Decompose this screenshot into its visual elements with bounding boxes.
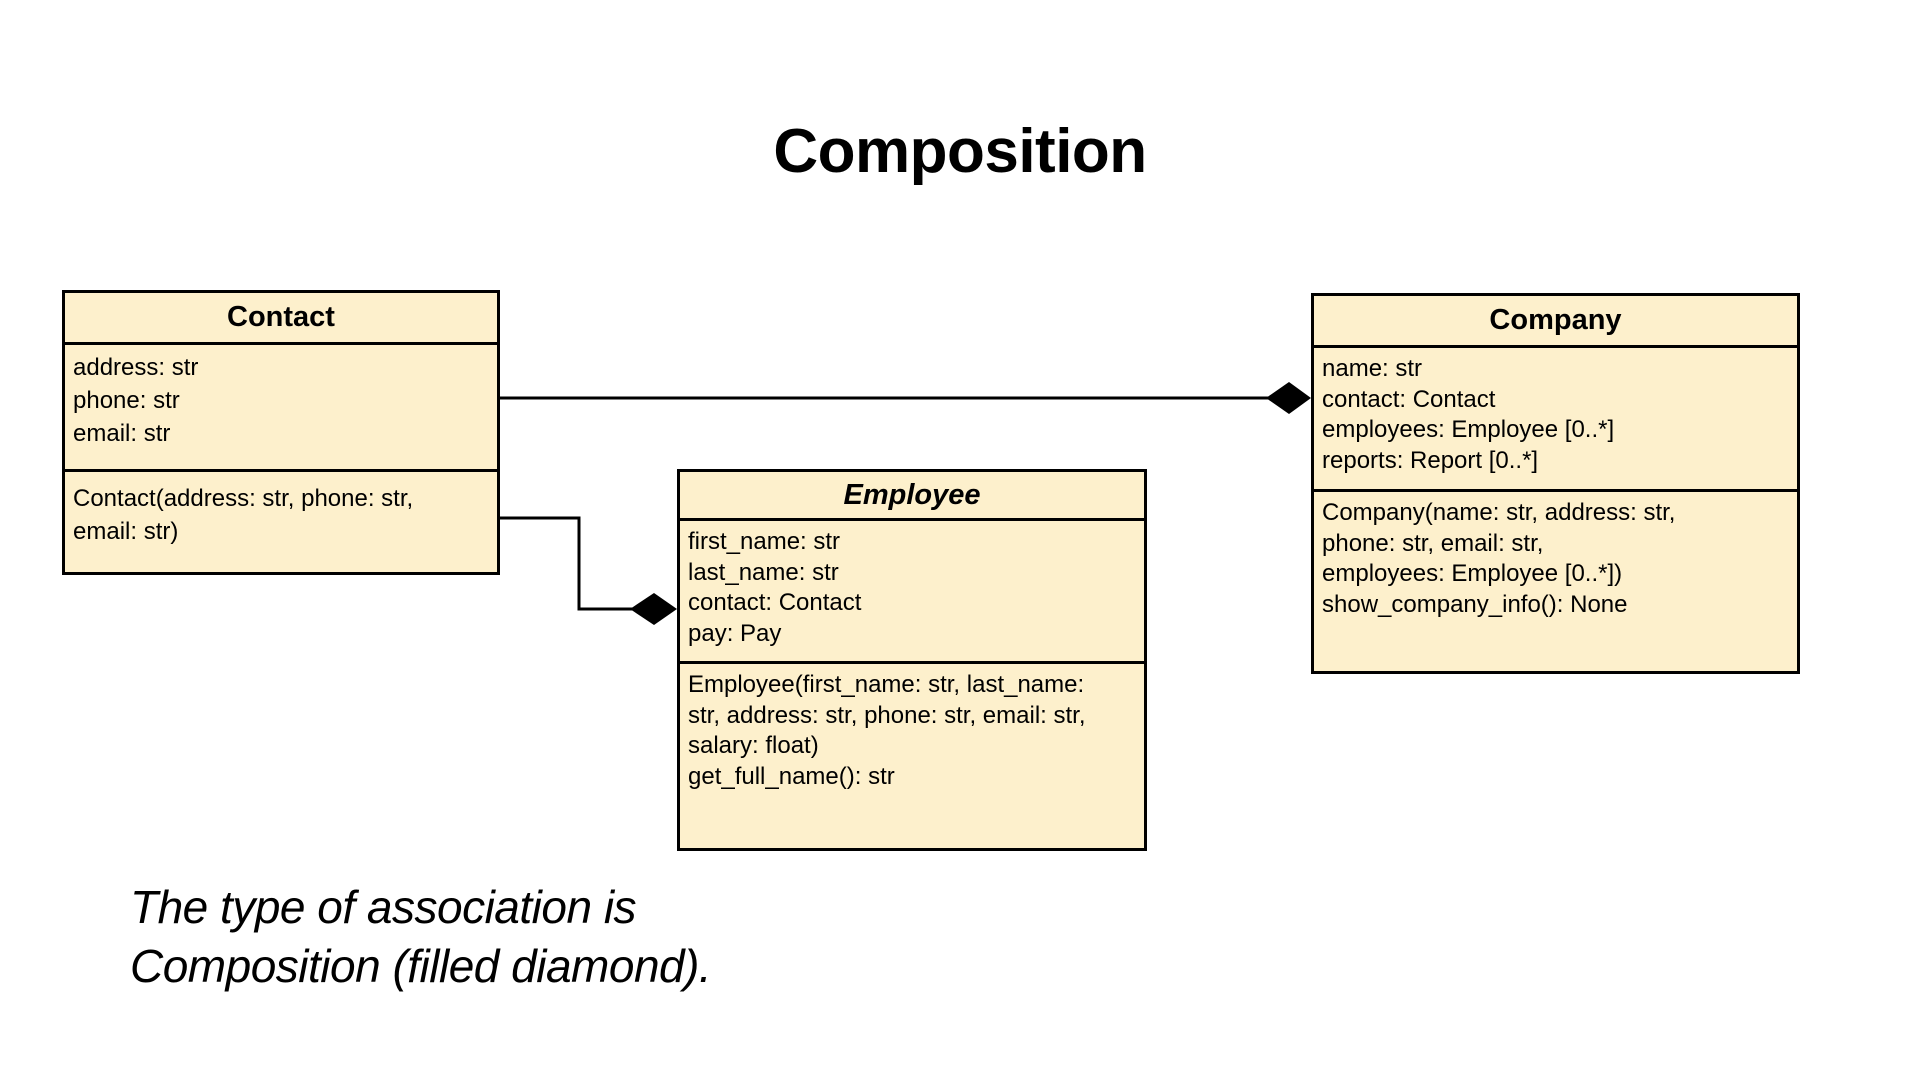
- employee-class-box: Employee first_name: str last_name: str …: [677, 469, 1147, 851]
- company-attributes: name: str contact: Contact employees: Em…: [1314, 348, 1797, 492]
- contact-attribute: email: str: [73, 420, 171, 447]
- contact-attribute: address: str: [73, 354, 199, 381]
- employee-attribute: first_name: str: [688, 528, 841, 555]
- caption-line: The type of association is: [130, 881, 637, 933]
- diagram-title: Composition: [773, 117, 1147, 186]
- company-attribute: employees: Employee [0..*]: [1322, 416, 1615, 443]
- company-class-box: Company name: str contact: Contact emplo…: [1311, 293, 1800, 674]
- employee-composition-diamond: [630, 593, 677, 625]
- employee-attributes: first_name: str last_name: str contact: …: [680, 521, 1144, 664]
- contact-class-name: Contact: [65, 293, 497, 345]
- employee-operation: get_full_name(): str: [688, 762, 895, 790]
- company-attribute: reports: Report [0..*]: [1322, 446, 1539, 474]
- contact-operations: Contact(address: str, phone: str, email:…: [65, 472, 497, 548]
- company-operation: employees: Employee [0..*]): [1322, 560, 1623, 587]
- company-operation: phone: str, email: str,: [1322, 529, 1544, 557]
- contact-company-composition: [500, 382, 1311, 414]
- contact-attribute: phone: str: [73, 387, 180, 414]
- contact-employee-line: [500, 516, 636, 611]
- company-operation: Company(name: str, address: str,: [1322, 499, 1676, 526]
- employee-attribute: contact: Contact: [688, 589, 862, 616]
- contact-employee-composition: [500, 516, 677, 625]
- contact-class-box: Contact address: str phone: str email: s…: [62, 290, 500, 575]
- employee-operations: Employee(first_name: str, last_name: str…: [680, 664, 1144, 792]
- company-attribute: contact: Contact: [1322, 385, 1496, 413]
- company-operations: Company(name: str, address: str, phone: …: [1314, 492, 1797, 620]
- employee-operation: salary: float): [688, 732, 819, 759]
- caption: The type of association is Composition (…: [130, 878, 712, 996]
- company-class-name: Company: [1314, 296, 1797, 348]
- employee-class-name: Employee: [680, 472, 1144, 521]
- contact-operation: email: str): [73, 518, 179, 545]
- employee-operation: Employee(first_name: str, last_name:: [688, 671, 1085, 698]
- employee-attribute: pay: Pay: [688, 619, 782, 647]
- company-operation: show_company_info(): None: [1322, 590, 1628, 618]
- contact-operation: Contact(address: str, phone: str,: [73, 485, 414, 512]
- company-attribute: name: str: [1322, 355, 1423, 382]
- contact-attributes: address: str phone: str email: str: [65, 345, 497, 472]
- company-composition-diamond: [1266, 382, 1311, 414]
- employee-operation: str, address: str, phone: str, email: st…: [688, 701, 1086, 729]
- caption-line: Composition (filled diamond).: [130, 940, 712, 992]
- employee-attribute: last_name: str: [688, 558, 839, 586]
